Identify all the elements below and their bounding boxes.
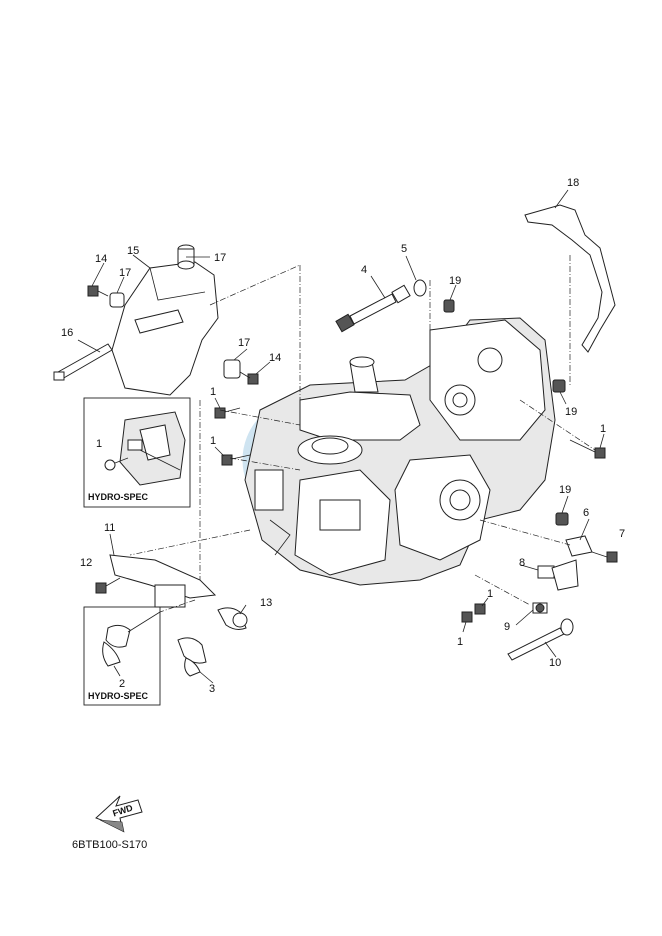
fwd-arrow-icon: FWD	[95, 795, 143, 833]
sensor-4	[335, 284, 411, 333]
engine-block	[244, 317, 556, 586]
bolt-12	[95, 577, 121, 594]
inset-lower-drawing	[102, 611, 161, 677]
inset-lower-label: HYDRO-SPEC	[88, 691, 149, 701]
callout-1-d: 1	[487, 588, 493, 600]
callout-5: 5	[401, 243, 407, 255]
fitting-13	[217, 607, 248, 630]
leader-lines	[77, 189, 605, 684]
bolt-1-e	[461, 611, 473, 623]
callout-17-right: 17	[238, 337, 250, 349]
cover-part-15	[111, 261, 219, 396]
grommet-19-c	[555, 512, 569, 526]
callout-10: 10	[549, 657, 561, 669]
grommet-17-right	[223, 359, 241, 379]
callout-14-left: 14	[95, 253, 107, 265]
callout-7: 7	[619, 528, 625, 540]
bolt-14-right	[239, 371, 259, 385]
callout-11: 11	[104, 522, 115, 534]
inset-upper-label: HYDRO-SPEC	[88, 492, 149, 502]
bolt-1-d	[474, 603, 486, 615]
callout-9: 9	[504, 621, 510, 633]
grommet-17-left	[109, 292, 125, 308]
tie-16	[53, 343, 113, 381]
callout-2: 2	[119, 678, 125, 690]
diagram-code: 6BTB100-S170	[72, 839, 147, 851]
inset-upper-drawing	[104, 411, 186, 486]
bolt-1-c	[569, 439, 606, 459]
fitting-3	[177, 637, 207, 677]
callout-17-top: 17	[214, 252, 226, 264]
callout-15: 15	[127, 245, 139, 257]
callout-1-c: 1	[600, 423, 606, 435]
callout-19-b: 19	[565, 406, 577, 418]
callout-1-e: 1	[457, 636, 463, 648]
sensor-8	[537, 559, 579, 591]
bracket-18	[524, 204, 616, 353]
callout-6: 6	[583, 507, 589, 519]
callout-1-inset: 1	[96, 438, 102, 450]
bracket-11	[109, 554, 217, 608]
plate-6	[565, 535, 593, 557]
callout-12: 12	[80, 557, 92, 569]
callout-18: 18	[567, 177, 579, 189]
bolt-7	[591, 551, 618, 563]
callout-3: 3	[209, 683, 215, 695]
callout-17-left: 17	[119, 267, 131, 279]
callout-4: 4	[361, 264, 367, 276]
oring-5	[413, 279, 427, 297]
callout-19-c: 19	[559, 484, 571, 496]
callout-14-right: 14	[269, 352, 281, 364]
callout-19-a: 19	[449, 275, 461, 287]
sensor-10	[507, 618, 574, 661]
inset-box-upper	[83, 397, 191, 508]
grommet-19-b	[552, 379, 566, 393]
callout-1-a: 1	[210, 386, 216, 398]
callout-8: 8	[519, 557, 525, 569]
bolt-14-left	[87, 285, 109, 297]
callout-1-b: 1	[210, 435, 216, 447]
inset-box-lower	[83, 606, 161, 706]
sensor-9	[532, 602, 548, 614]
bolt-1-b	[221, 454, 251, 466]
callout-13: 13	[260, 597, 272, 609]
callout-16: 16	[61, 327, 73, 339]
grommet-19-a	[443, 299, 455, 313]
